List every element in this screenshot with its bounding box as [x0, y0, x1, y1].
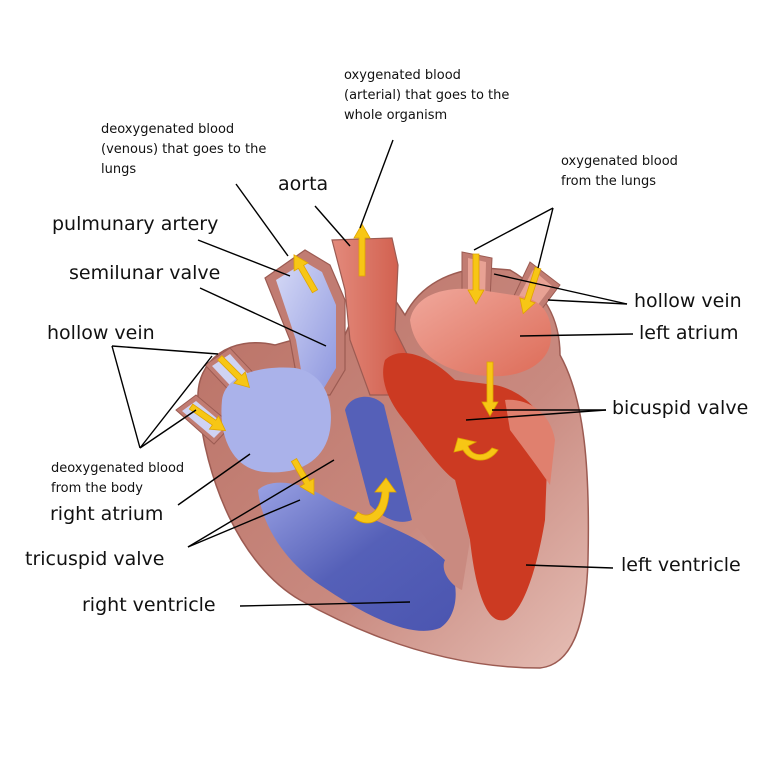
label-hollow-vein-left: hollow vein [47, 322, 155, 344]
left-ventricle-chamber [383, 352, 548, 621]
left-atrium-chamber [410, 288, 552, 377]
label-deoxy-to-lungs-line2: (venous) that goes to the [101, 142, 266, 157]
label-bicuspid-valve: bicuspid valve [612, 397, 748, 419]
arrow-vein-lower-in [188, 403, 227, 432]
label-left-ventricle: left ventricle [621, 554, 741, 576]
label-deoxy-from-body-line2: from the body [51, 481, 143, 496]
label-oxy-whole-line1: oxygenated blood [344, 68, 461, 83]
arrow-rv-curve [353, 477, 397, 524]
label-deoxy-to-lungs-line1: deoxygenated blood [101, 122, 234, 137]
label-deoxy-to-lungs-line3: lungs [101, 162, 136, 177]
arrow-vein-upper-in [217, 355, 251, 389]
leader-lines [111, 139, 634, 607]
label-oxy-from-lungs: oxygenated blood from the lungs [561, 154, 682, 189]
septum [412, 480, 470, 590]
label-oxy-whole-line3: whole organism [344, 108, 447, 123]
label-oxy-whole-line2: (arterial) that goes to the [344, 88, 509, 103]
label-deoxy-from-body-line1: deoxygenated blood [51, 461, 184, 476]
right-atrium-chamber [221, 367, 331, 473]
arrow-pulm-vein-lower-in [519, 266, 542, 315]
arrow-aorta-out [353, 223, 371, 277]
label-semilunar-valve: semilunar valve [69, 262, 220, 284]
arrow-pulmonary-out [293, 254, 319, 294]
label-oxy-from-lungs-line1: oxygenated blood [561, 154, 678, 169]
label-hollow-vein-right: hollow vein [634, 290, 742, 312]
label-deoxy-from-body: deoxygenated blood from the body [51, 461, 188, 496]
arrow-ra-to-rv [290, 457, 315, 496]
arrow-la-to-lv [481, 361, 499, 417]
label-left-atrium: left atrium [639, 322, 739, 344]
label-deoxy-to-lungs: deoxygenated blood (venous) that goes to… [101, 122, 270, 177]
arrow-lv-curve [453, 437, 499, 461]
right-ventricle-chamber [258, 482, 456, 631]
label-pulmonary-artery: pulmunary artery [52, 213, 218, 235]
label-right-ventricle: right ventricle [82, 594, 216, 616]
bicuspid-flap [505, 399, 555, 485]
label-right-atrium: right atrium [50, 503, 163, 525]
label-oxy-from-lungs-line2: from the lungs [561, 174, 656, 189]
label-oxy-whole: oxygenated blood (arterial) that goes to… [344, 68, 514, 123]
label-tricuspid-valve: tricuspid valve [25, 548, 164, 570]
label-aorta: aorta [278, 173, 328, 195]
arrow-pulm-vein-upper-in [467, 253, 485, 305]
pulmonary-artery-lumen [276, 262, 336, 388]
